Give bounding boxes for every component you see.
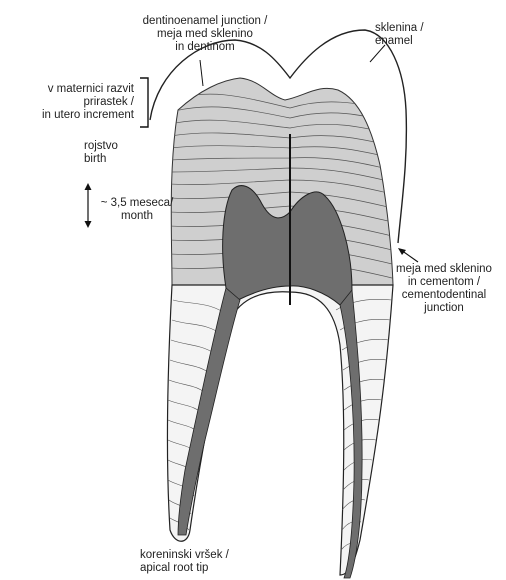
cej-label-line1: meja med sklenino: [384, 263, 504, 276]
interval-label-line2: month: [94, 210, 180, 223]
birth-label-line1: rojstvo: [84, 140, 118, 153]
dej-label: dentinoenamel junction / meja med skleni…: [130, 15, 280, 54]
apex-label-line2: apical root tip: [140, 562, 229, 575]
interval-label-line1: ~ 3,5 meseca/: [94, 197, 180, 210]
cej-label-line2: in cementom /: [384, 276, 504, 289]
cej-label-line3: cementodentinal: [384, 289, 504, 302]
in-utero-bracket: [140, 78, 148, 127]
birth-label-line2: birth: [84, 153, 118, 166]
cej-label: meja med sklenino in cementom / cementod…: [384, 263, 504, 315]
dej-label-line2: meja med sklenino: [130, 28, 280, 41]
dej-pointer: [200, 60, 203, 86]
enamel-label: sklenina / enamel: [375, 22, 424, 48]
apex-label-line1: koreninski vršek /: [140, 549, 229, 562]
root-right: [290, 285, 393, 575]
enamel-label-line2: enamel: [375, 35, 424, 48]
apex-label: koreninski vršek / apical root tip: [140, 549, 229, 575]
interval-arrow: [85, 183, 92, 228]
cej-label-line4: junction: [384, 302, 504, 315]
birth-label: rojstvo birth: [84, 140, 118, 166]
interval-label: ~ 3,5 meseca/ month: [94, 197, 180, 223]
dej-label-line1: dentinoenamel junction /: [130, 15, 280, 28]
in-utero-label-line2: prirastek /: [6, 96, 134, 109]
dej-label-line3: in dentinom: [130, 41, 280, 54]
enamel-label-line1: sklenina /: [375, 22, 424, 35]
in-utero-label-line3: in utero increment: [6, 109, 134, 122]
in-utero-label-line1: v maternici razvit: [6, 83, 134, 96]
cej-pointer: [398, 248, 418, 262]
in-utero-label: v maternici razvit prirastek / in utero …: [6, 83, 134, 122]
